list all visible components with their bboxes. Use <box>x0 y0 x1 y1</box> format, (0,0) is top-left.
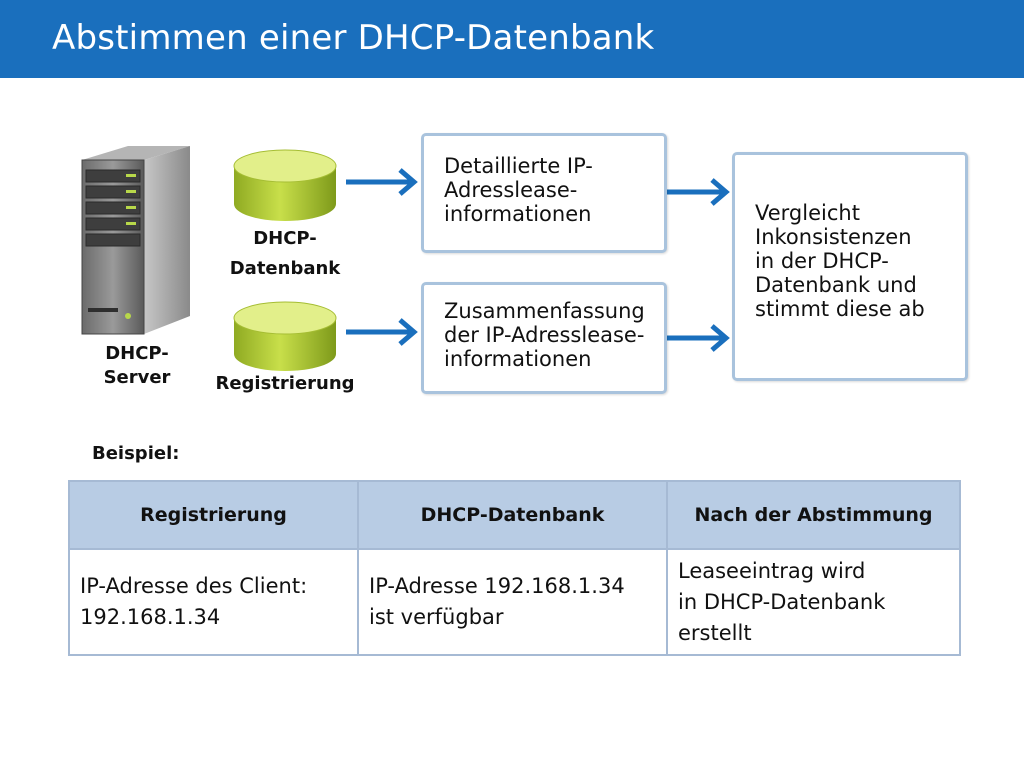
table-header: Registrierung <box>68 480 359 550</box>
database-label: DHCP- Datenbank <box>229 228 341 279</box>
title-bar: Abstimmen einer DHCP-Datenbank <box>0 0 1024 78</box>
arrow-icon <box>666 324 730 352</box>
table-header-row: Registrierung DHCP-Datenbank Nach der Ab… <box>68 480 961 550</box>
detail-info-text: Detaillierte IP- Adresslease- informatio… <box>444 154 593 226</box>
database-icon <box>233 149 337 221</box>
page-title: Abstimmen einer DHCP-Datenbank <box>52 18 655 58</box>
table-cell: IP-Adresse des Client: 192.168.1.34 <box>68 548 359 656</box>
compare-text: Vergleicht Inkonsistenzen in der DHCP- D… <box>755 201 925 321</box>
table-row: IP-Adresse des Client: 192.168.1.34 IP-A… <box>68 548 961 656</box>
example-table: Registrierung DHCP-Datenbank Nach der Ab… <box>68 480 961 656</box>
server-icon <box>81 146 190 335</box>
table-header: DHCP-Datenbank <box>357 480 668 550</box>
summary-info-text: Zusammenfassung der IP-Adresslease- info… <box>444 299 645 371</box>
detail-info-box: Detaillierte IP- Adresslease- informatio… <box>421 133 667 253</box>
arrow-icon <box>346 168 418 196</box>
arrow-icon <box>346 318 418 346</box>
server-label: DHCP- Server <box>103 343 171 388</box>
example-label: Beispiel: <box>92 443 180 464</box>
registry-label: Registrierung <box>215 373 355 394</box>
summary-info-box: Zusammenfassung der IP-Adresslease- info… <box>421 282 667 394</box>
table-header: Nach der Abstimmung <box>666 480 961 550</box>
registry-icon <box>233 301 337 371</box>
compare-box: Vergleicht Inkonsistenzen in der DHCP- D… <box>732 152 968 381</box>
table-cell: Leaseeintrag wird in DHCP-Datenbank erst… <box>666 548 961 656</box>
table-cell: IP-Adresse 192.168.1.34 ist verfügbar <box>357 548 668 656</box>
arrow-icon <box>666 178 730 206</box>
